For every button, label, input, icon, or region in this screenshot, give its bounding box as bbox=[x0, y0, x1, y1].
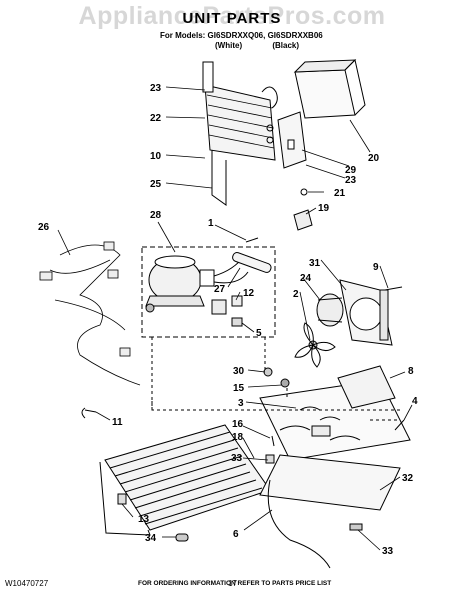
callout-22: 22 bbox=[150, 113, 162, 124]
part-screw bbox=[300, 188, 308, 196]
callout-34: 34 bbox=[145, 533, 157, 544]
leader-lines bbox=[57, 86, 413, 551]
callout-21: 21 bbox=[334, 188, 346, 199]
part-compressor bbox=[145, 255, 249, 307]
document-number: W10470727 bbox=[5, 579, 49, 588]
part-evaporator-assembly bbox=[202, 61, 278, 161]
part-tube-6 bbox=[267, 479, 331, 569]
watermark: AppliancePartsPros.com bbox=[78, 2, 386, 30]
callout-3: 3 bbox=[238, 398, 244, 409]
callout-31: 31 bbox=[309, 258, 321, 269]
part-wire-harness bbox=[39, 241, 141, 386]
part-13 bbox=[117, 493, 127, 505]
callout-19: 19 bbox=[318, 203, 330, 214]
part-screw-9 bbox=[384, 286, 403, 291]
part-bracket-8 bbox=[337, 365, 396, 409]
callout-33b: 33 bbox=[382, 546, 394, 557]
part-drain-pan bbox=[259, 454, 401, 511]
callout-12: 12 bbox=[243, 288, 255, 299]
callout-27: 27 bbox=[214, 284, 226, 295]
part-33a bbox=[265, 454, 275, 464]
part-screw-4 bbox=[394, 419, 405, 431]
callout-5: 5 bbox=[256, 328, 262, 339]
callout-8: 8 bbox=[408, 366, 414, 377]
callout-24: 24 bbox=[300, 273, 312, 284]
part-grommet-15 bbox=[280, 378, 290, 388]
part-grommet bbox=[145, 303, 155, 313]
compressor-box bbox=[141, 246, 276, 338]
part-fan-motor bbox=[316, 293, 344, 327]
variant-black: (Black) bbox=[272, 41, 300, 50]
part-drier bbox=[232, 252, 272, 273]
callout-13: 13 bbox=[138, 514, 150, 525]
callout-29: 29 bbox=[345, 165, 357, 176]
part-11 bbox=[81, 407, 97, 419]
part-screw-1 bbox=[245, 237, 259, 243]
callout-15: 15 bbox=[233, 383, 245, 394]
part-fan-shroud bbox=[339, 279, 393, 346]
callout-11: 11 bbox=[112, 417, 123, 428]
callout-25: 25 bbox=[150, 179, 162, 190]
callout-16: 16 bbox=[232, 419, 244, 430]
color-variants: (White) (Black) bbox=[215, 41, 327, 50]
callout-26: 26 bbox=[38, 222, 50, 233]
part-bracket bbox=[211, 150, 227, 206]
callout-28: 28 bbox=[150, 210, 162, 221]
callout-1: 1 bbox=[208, 218, 214, 229]
callout-9: 9 bbox=[373, 262, 379, 273]
page-title: UNIT PARTS bbox=[182, 10, 282, 27]
models-line: For Models: GI6SDRXXQ06, GI6SDRXXB06 bbox=[160, 31, 323, 40]
part-clip bbox=[293, 209, 313, 231]
part-screw-16 bbox=[271, 435, 275, 447]
part-overload bbox=[231, 295, 243, 307]
part-duct bbox=[293, 59, 366, 119]
ordering-info-note: FOR ORDERING INFORMATION REFER TO PARTS … bbox=[138, 580, 332, 587]
part-relay bbox=[211, 299, 227, 315]
callout-23: 23 bbox=[150, 83, 162, 94]
variant-white: (White) bbox=[215, 41, 243, 50]
part-33b bbox=[349, 523, 363, 531]
callout-33a: 33 bbox=[231, 453, 243, 464]
callout-32: 32 bbox=[402, 473, 414, 484]
callout-2: 2 bbox=[293, 289, 299, 300]
callout-23b: 23 bbox=[345, 175, 357, 186]
callout-4: 4 bbox=[412, 396, 418, 407]
callout-18: 18 bbox=[232, 432, 244, 443]
page-number: 17 bbox=[228, 579, 237, 588]
connection-lines bbox=[151, 337, 400, 421]
part-cap bbox=[231, 317, 243, 327]
part-panel bbox=[277, 111, 307, 169]
callout-10: 10 bbox=[150, 151, 162, 162]
callout-6: 6 bbox=[233, 529, 239, 540]
part-fan-blade bbox=[294, 322, 336, 368]
callout-20: 20 bbox=[368, 153, 380, 164]
callout-30: 30 bbox=[233, 366, 245, 377]
part-34 bbox=[175, 533, 189, 542]
